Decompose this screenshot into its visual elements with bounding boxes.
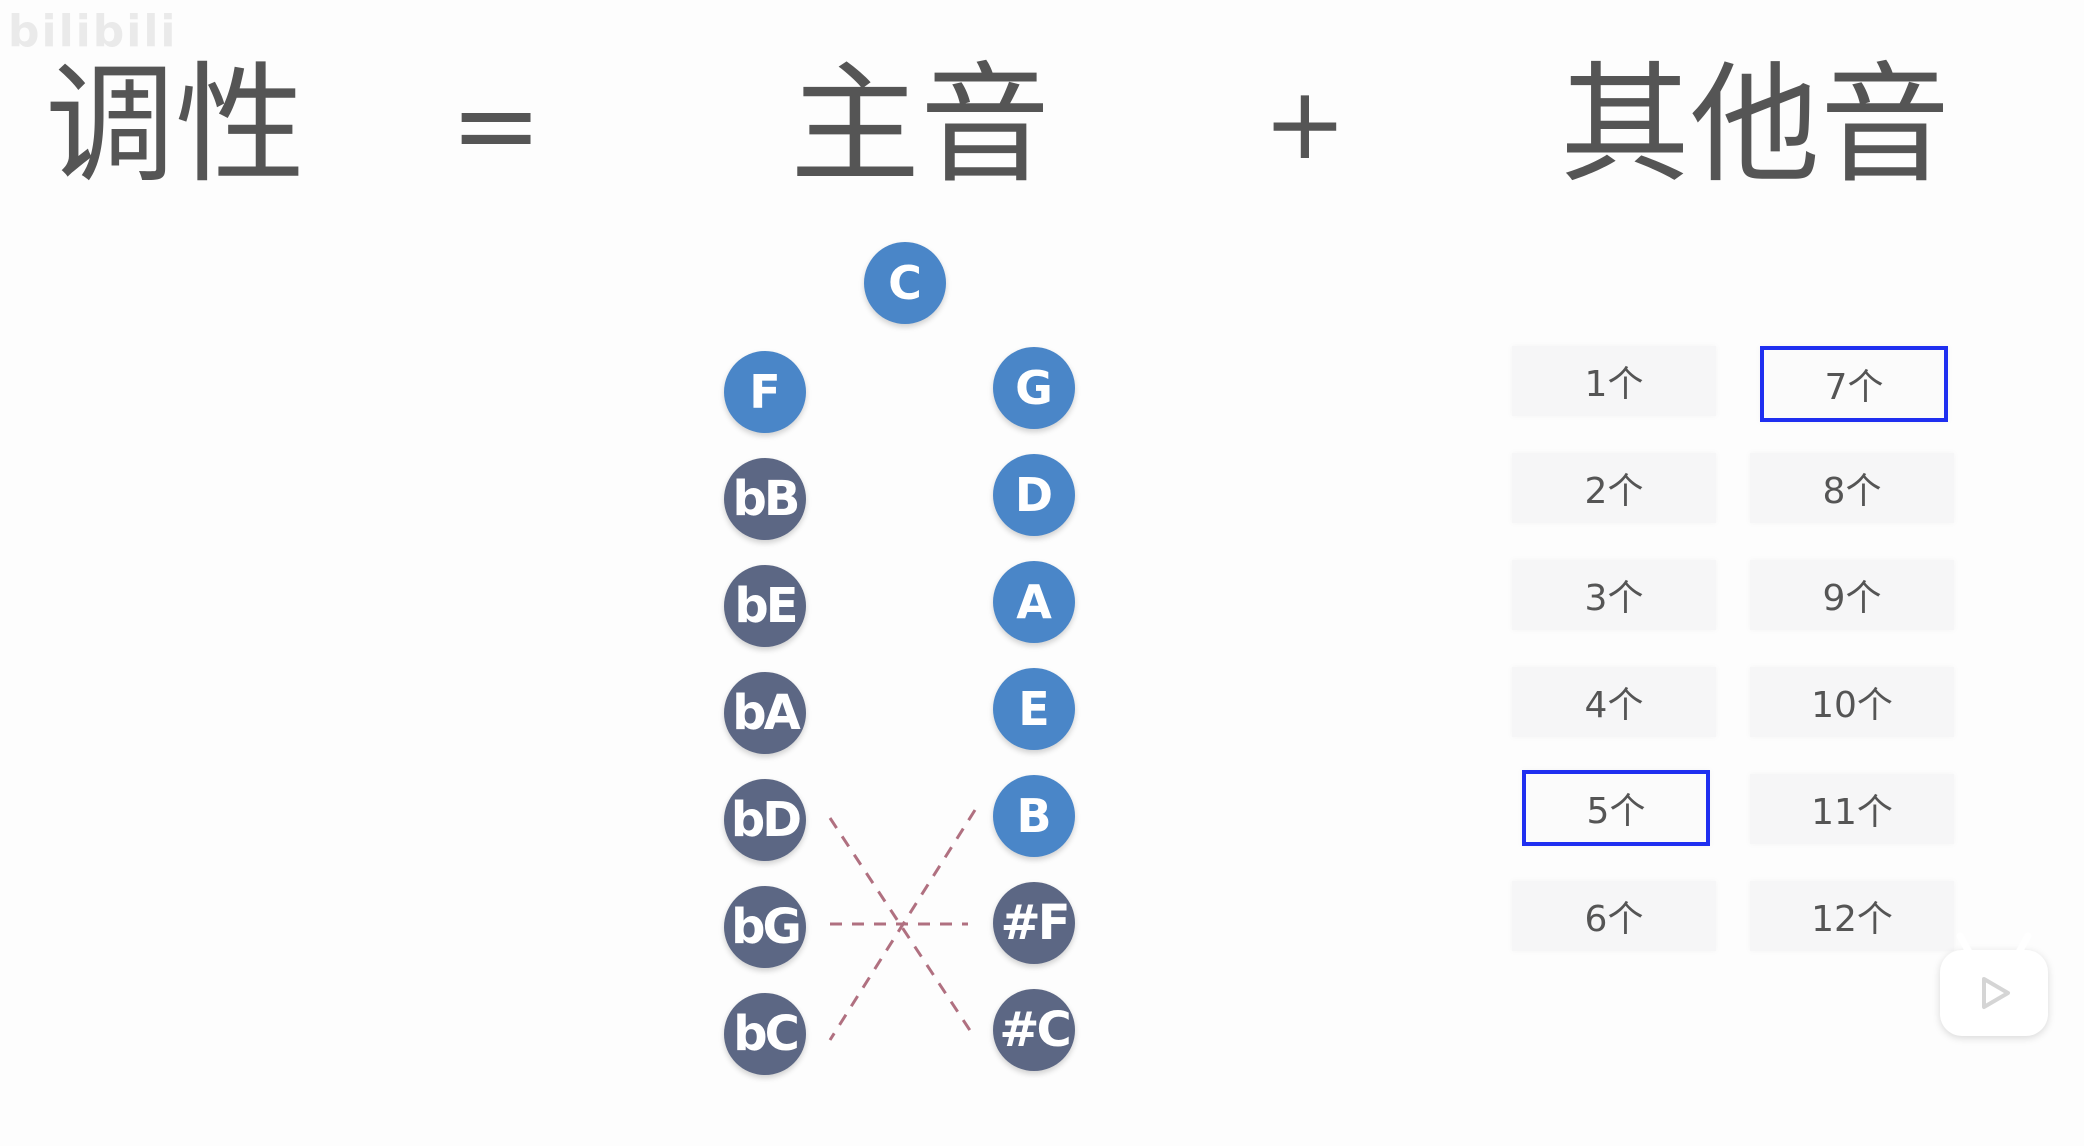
count-box-7-selected: 7个 bbox=[1760, 346, 1948, 422]
note-label: bD bbox=[730, 792, 802, 848]
note-label: A bbox=[1016, 575, 1052, 629]
play-button[interactable] bbox=[1940, 932, 2048, 1036]
note-label: bB bbox=[732, 471, 801, 527]
note-right-6: #F bbox=[993, 882, 1075, 964]
note-label: D bbox=[1014, 468, 1054, 522]
note-left-5: bD bbox=[724, 779, 806, 861]
note-label: B bbox=[1016, 789, 1052, 843]
count-box-12: 12个 bbox=[1750, 881, 1954, 951]
note-label: bA bbox=[732, 685, 800, 741]
count-box-11: 11个 bbox=[1750, 774, 1954, 844]
connector-B-to-bC bbox=[828, 809, 977, 1041]
note-label: #C bbox=[999, 1002, 1071, 1058]
equation-plus: + bbox=[1263, 65, 1347, 182]
note-label: G bbox=[1015, 361, 1053, 415]
note-left-3: bE bbox=[724, 565, 806, 647]
count-box-10: 10个 bbox=[1750, 667, 1954, 737]
note-left-6: bG bbox=[724, 886, 806, 968]
count-box-5-selected: 5个 bbox=[1522, 770, 1710, 846]
note-left-4: bA bbox=[724, 672, 806, 754]
note-label: #F bbox=[1000, 895, 1070, 951]
note-left-1: F bbox=[724, 351, 806, 433]
count-box-4: 4个 bbox=[1512, 667, 1716, 737]
note-right-7: #C bbox=[993, 989, 1075, 1071]
note-right-2: D bbox=[993, 454, 1075, 536]
equation-equals: = bbox=[450, 61, 543, 189]
note-label: bG bbox=[731, 899, 802, 955]
note-label: bC bbox=[733, 1006, 800, 1062]
note-right-4: E bbox=[993, 668, 1075, 750]
note-left-7: bC bbox=[724, 993, 806, 1075]
count-box-1: 1个 bbox=[1512, 346, 1716, 416]
note-top: C bbox=[864, 242, 946, 324]
count-box-8: 8个 bbox=[1750, 453, 1954, 523]
count-box-2: 2个 bbox=[1512, 453, 1716, 523]
note-right-5: B bbox=[993, 775, 1075, 857]
note-label: E bbox=[1018, 682, 1050, 736]
note-right-1: G bbox=[993, 347, 1075, 429]
count-box-9: 9个 bbox=[1750, 560, 1954, 630]
tv-antenna-icon bbox=[1956, 932, 2032, 954]
equation-other-notes: 其他音 bbox=[1560, 49, 1951, 201]
bilibili-watermark: bilibili bbox=[8, 6, 178, 57]
note-label: bE bbox=[734, 578, 798, 634]
note-right-3: A bbox=[993, 561, 1075, 643]
equation-tonic: 主音 bbox=[790, 49, 1051, 201]
play-icon bbox=[1982, 977, 2010, 1009]
equation-key: 调性 bbox=[45, 49, 306, 201]
connector-bD-to-bC-direction bbox=[828, 817, 977, 1039]
note-label: C bbox=[888, 256, 922, 310]
count-box-3: 3个 bbox=[1512, 560, 1716, 630]
note-label: F bbox=[749, 365, 781, 419]
note-left-2: bB bbox=[724, 458, 806, 540]
count-box-6: 6个 bbox=[1512, 881, 1716, 951]
